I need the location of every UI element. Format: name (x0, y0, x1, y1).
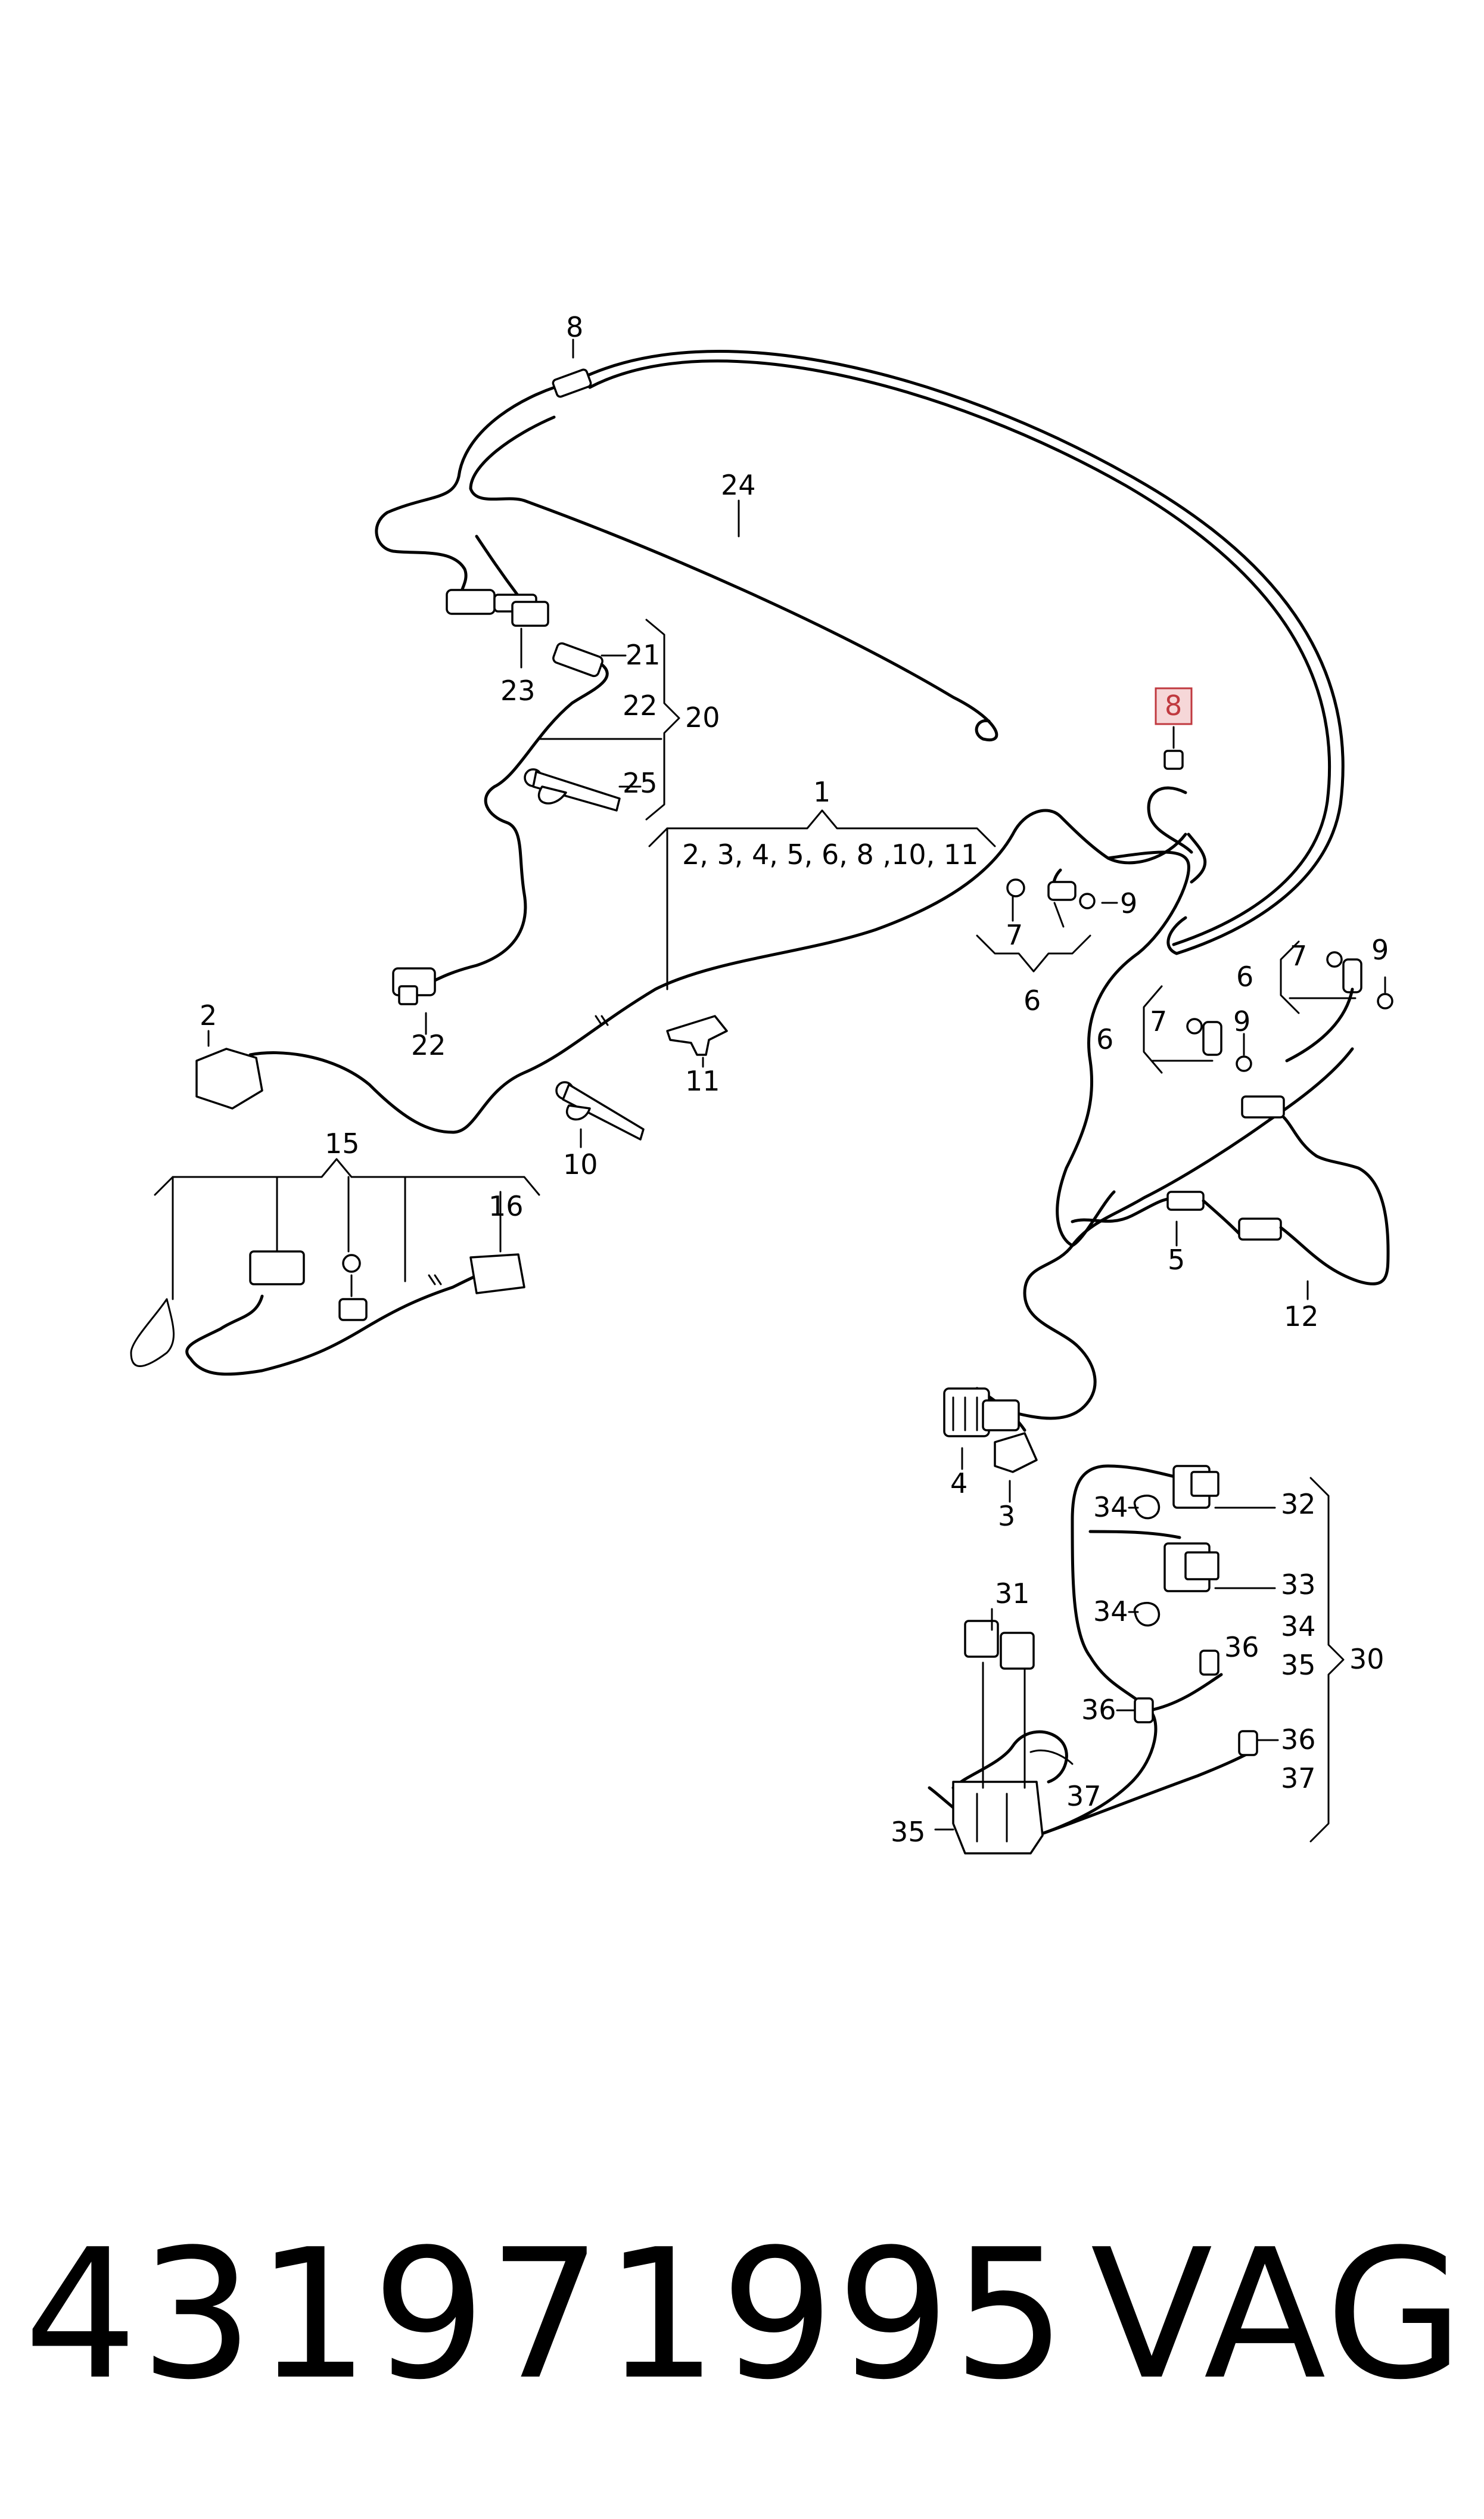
callout-10: 10 (563, 1148, 598, 1181)
callout-37-a: 37 (1066, 1780, 1102, 1812)
callout-21: 21 (626, 639, 661, 671)
callout-4: 4 (950, 1467, 967, 1499)
connector-21 (552, 642, 627, 678)
callout-35: 35 (891, 1816, 926, 1848)
callout-36-b: 36 (1081, 1694, 1116, 1726)
bracket-1 (648, 809, 996, 990)
callout-6-b: 6 (1236, 961, 1253, 993)
connector-5 (1166, 1191, 1205, 1247)
callout-37-b: 37 (1281, 1762, 1316, 1794)
bracket-assembly-6-b (1280, 940, 1393, 1063)
cable-tie-10 (555, 1081, 645, 1148)
wire-harness-1 (248, 786, 1354, 1432)
callout-9-b: 9 (1371, 934, 1389, 966)
bracket-20 (538, 619, 680, 821)
callout-34-a: 34 (1093, 1491, 1128, 1523)
connector-3 (994, 1432, 1038, 1503)
callout-7-c: 7 (1150, 1005, 1167, 1038)
cable-tie-25 (524, 768, 642, 812)
callout-3: 3 (998, 1500, 1015, 1532)
callout-6-a: 6 (1023, 984, 1041, 1017)
wiring-diagram: 8 24 21 22 20 23 25 22 8 1 2, 3, 4, 5, 6… (130, 311, 1393, 1855)
callout-7-b: 7 (1290, 940, 1307, 972)
sensor-23 (446, 589, 549, 669)
callout-36-c: 36 (1281, 1723, 1316, 1756)
callout-36-a: 36 (1224, 1631, 1259, 1663)
callout-5: 5 (1168, 1244, 1185, 1276)
callout-31: 31 (995, 1577, 1030, 1610)
callout-labels: 8 24 21 22 20 23 25 22 8 1 2, 3, 4, 5, 6… (200, 311, 1389, 1848)
callout-1-list: 2, 3, 4, 5, 6, 8 ,10, 11 (682, 838, 978, 871)
wire-harness-24 (375, 350, 1345, 955)
wire-harness-15 (130, 1158, 540, 1376)
callout-11: 11 (685, 1065, 720, 1097)
callout-9-c: 9 (1233, 1005, 1250, 1038)
callout-25: 25 (623, 767, 658, 799)
callout-33: 33 (1281, 1568, 1316, 1601)
clip-11 (666, 1015, 728, 1068)
callout-1: 1 (813, 776, 830, 808)
callout-9-a: 9 (1120, 887, 1137, 920)
connector-12 (1238, 1095, 1285, 1241)
relay-assembly-30 (928, 1464, 1345, 1855)
connector-22 (392, 967, 436, 1035)
bracket-assembly-6-a (976, 878, 1118, 973)
callout-8-top: 8 (566, 311, 583, 343)
callout-8-highlight: 8 (1165, 689, 1182, 722)
part-number: 431971995 (24, 2211, 1069, 2419)
callout-34-list: 34 (1281, 1610, 1316, 1642)
callout-7-a: 7 (1006, 919, 1023, 951)
bracket-assembly-6-c (1143, 985, 1252, 1074)
callout-23: 23 (500, 675, 536, 707)
connector-2 (195, 1030, 263, 1110)
callout-20: 20 (685, 701, 720, 734)
callout-8-highlight-box (1155, 687, 1193, 725)
connector-4 (943, 1387, 1020, 1470)
callout-34-b: 34 (1093, 1595, 1128, 1627)
callout-32: 32 (1281, 1488, 1316, 1520)
callout-12: 12 (1284, 1300, 1319, 1333)
callout-35-list: 35 (1281, 1649, 1316, 1681)
connector-8-top (552, 338, 592, 398)
callout-24: 24 (721, 469, 756, 501)
callout-30: 30 (1349, 1643, 1385, 1675)
callout-2: 2 (200, 999, 217, 1032)
callout-22-lower: 22 (411, 1029, 446, 1061)
callout-16: 16 (489, 1190, 524, 1222)
callout-22-upper: 22 (623, 689, 658, 722)
callout-15: 15 (325, 1128, 360, 1160)
brand-label: VAG (1090, 2211, 1466, 2419)
callout-6-c: 6 (1096, 1023, 1113, 1055)
